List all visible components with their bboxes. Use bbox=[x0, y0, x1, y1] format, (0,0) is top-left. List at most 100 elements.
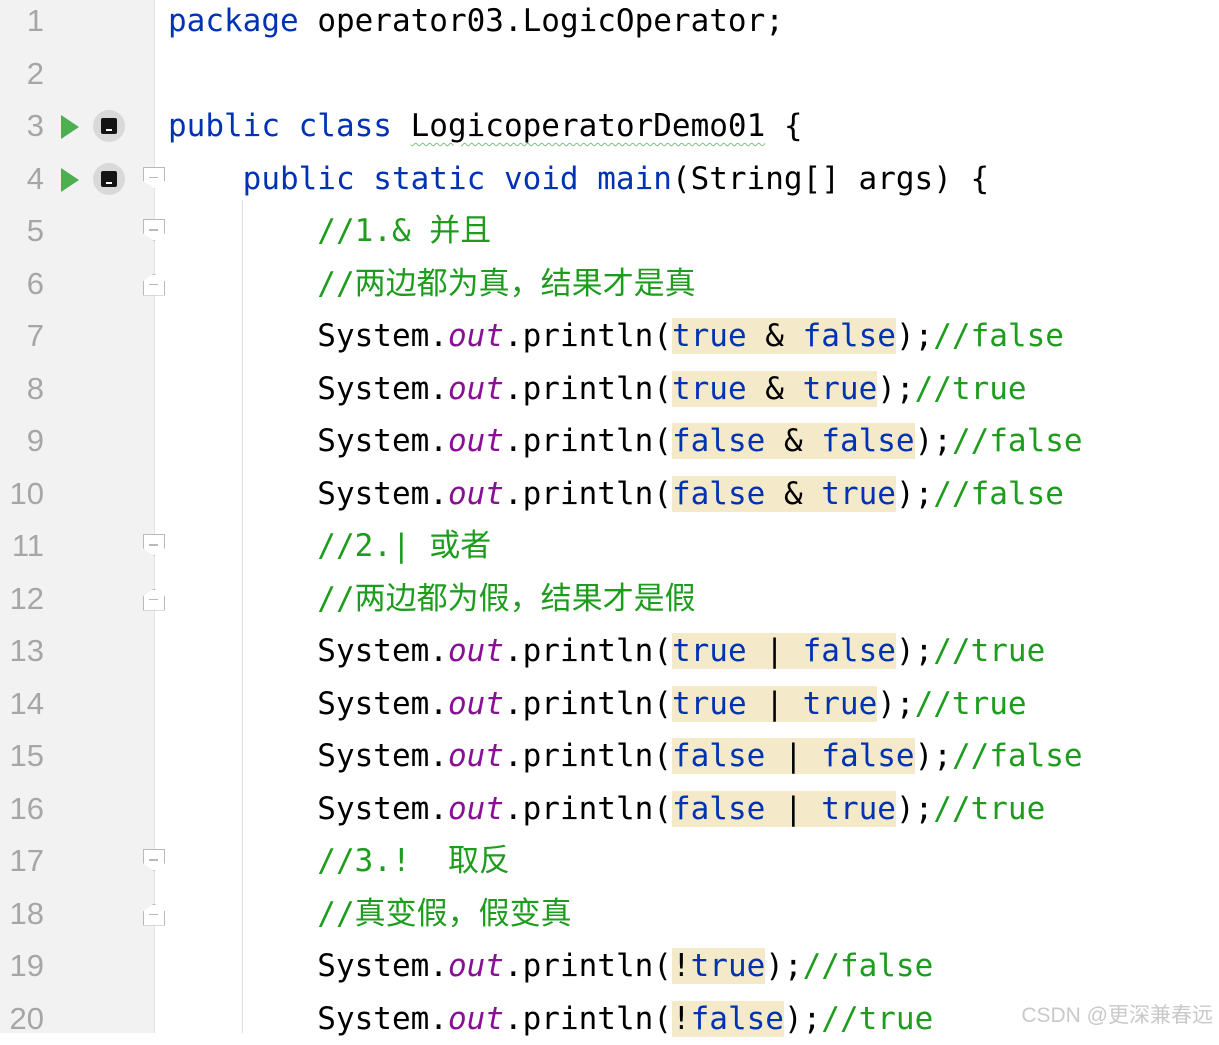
code-token: .println( bbox=[504, 633, 672, 669]
code-token: out bbox=[448, 791, 504, 827]
code-token: out bbox=[448, 948, 504, 984]
watermark: CSDN @更深兼春远 bbox=[1021, 999, 1213, 1029]
code-token: out bbox=[448, 423, 504, 459]
code-token: out bbox=[448, 686, 504, 722]
line-number: 12 bbox=[0, 573, 44, 626]
fold-expand-icon[interactable] bbox=[143, 849, 165, 871]
code-line[interactable]: 17 //3.! 取反 bbox=[0, 835, 1219, 888]
code-token: .println( bbox=[504, 476, 672, 512]
fold-collapse-icon[interactable] bbox=[143, 274, 165, 296]
code-token: .println( bbox=[504, 948, 672, 984]
code-line[interactable]: 3 public class LogicoperatorDemo01 { bbox=[0, 100, 1219, 153]
run-icon[interactable] bbox=[61, 168, 79, 192]
code-line[interactable]: 10 System.out.println(false & true);//fa… bbox=[0, 468, 1219, 521]
fold-collapse-icon[interactable] bbox=[143, 589, 165, 611]
code-token: ); bbox=[896, 791, 933, 827]
code-line[interactable]: 16 System.out.println(false | true);//tr… bbox=[0, 783, 1219, 836]
code-line[interactable]: 7 System.out.println(true & false);//fal… bbox=[0, 310, 1219, 363]
line-number: 17 bbox=[0, 835, 44, 888]
line-number: 11 bbox=[0, 520, 44, 573]
line-number: 16 bbox=[0, 783, 44, 836]
line-number: 15 bbox=[0, 730, 44, 783]
code-line[interactable]: 15 System.out.println(false | false);//f… bbox=[0, 730, 1219, 783]
code-token: package bbox=[168, 3, 299, 39]
code-token: .println( bbox=[504, 1001, 672, 1037]
code-line[interactable]: 5 //1.& 并且 bbox=[0, 205, 1219, 258]
code-text: System.out.println(!false);//true bbox=[168, 993, 933, 1045]
code-token: //两边都为真，结果才是真 bbox=[168, 266, 696, 302]
code-line[interactable]: 8 System.out.println(true & true);//true bbox=[0, 363, 1219, 416]
code-token: false bbox=[672, 738, 765, 774]
line-number: 10 bbox=[0, 468, 44, 521]
fold-expand-icon[interactable] bbox=[143, 167, 165, 189]
code-line[interactable]: 19 System.out.println(!true);//false bbox=[0, 940, 1219, 993]
code-line[interactable]: 14 System.out.println(true | true);//tru… bbox=[0, 678, 1219, 731]
code-text: //两边都为真，结果才是真 bbox=[168, 258, 696, 311]
code-token: & bbox=[765, 476, 821, 512]
code-line[interactable]: 11 //2.| 或者 bbox=[0, 520, 1219, 573]
code-line[interactable]: 2 bbox=[0, 48, 1219, 101]
code-token: | bbox=[747, 633, 803, 669]
code-token: .println( bbox=[504, 318, 672, 354]
code-token: public static void bbox=[168, 161, 597, 197]
line-number: 6 bbox=[0, 258, 44, 311]
code-text: public class LogicoperatorDemo01 { bbox=[168, 100, 803, 153]
code-token: //1.& 并且 bbox=[168, 213, 491, 249]
fold-expand-icon[interactable] bbox=[143, 219, 165, 241]
fold-expand-icon[interactable] bbox=[143, 534, 165, 556]
code-token: ! bbox=[672, 1001, 691, 1037]
code-token: //true bbox=[933, 791, 1045, 827]
breakpoint-icon[interactable] bbox=[93, 110, 125, 142]
code-token: (String[] args) { bbox=[672, 161, 989, 197]
breakpoint-icon[interactable] bbox=[93, 163, 125, 195]
code-token: true bbox=[672, 633, 747, 669]
code-token: out bbox=[448, 476, 504, 512]
run-icon[interactable] bbox=[61, 115, 79, 139]
code-text: public static void main(String[] args) { bbox=[168, 153, 989, 206]
code-line[interactable]: 18 //真变假，假变真 bbox=[0, 888, 1219, 941]
line-number: 9 bbox=[0, 415, 44, 468]
code-token: System. bbox=[168, 686, 448, 722]
line-number: 3 bbox=[0, 100, 44, 153]
code-line[interactable]: 4 public static void main(String[] args)… bbox=[0, 153, 1219, 206]
code-line[interactable]: 6 //两边都为真，结果才是真 bbox=[0, 258, 1219, 311]
code-text: //1.& 并且 bbox=[168, 205, 491, 258]
code-text: //2.| 或者 bbox=[168, 520, 491, 573]
code-token: true bbox=[672, 371, 747, 407]
code-token: ); bbox=[915, 738, 952, 774]
code-token: //2.| 或者 bbox=[168, 528, 491, 564]
code-token: System. bbox=[168, 423, 448, 459]
code-text: System.out.println(false | true);//true bbox=[168, 783, 1045, 836]
code-token: out bbox=[448, 1001, 504, 1037]
fold-collapse-icon[interactable] bbox=[143, 904, 165, 926]
code-token: //false bbox=[952, 423, 1083, 459]
code-token: //false bbox=[803, 948, 934, 984]
code-token: ); bbox=[896, 318, 933, 354]
code-token: ); bbox=[765, 948, 802, 984]
line-number: 5 bbox=[0, 205, 44, 258]
code-token: ); bbox=[896, 633, 933, 669]
code-token: false bbox=[691, 1001, 784, 1037]
code-token: LogicoperatorDemo01 bbox=[411, 108, 766, 144]
code-text: package operator03.LogicOperator; bbox=[168, 0, 784, 48]
line-number: 13 bbox=[0, 625, 44, 678]
code-token: System. bbox=[168, 371, 448, 407]
code-token: false bbox=[803, 318, 896, 354]
code-text: System.out.println(true | true);//true bbox=[168, 678, 1027, 731]
code-token: false bbox=[821, 423, 914, 459]
code-token: & bbox=[765, 423, 821, 459]
line-number: 4 bbox=[0, 153, 44, 206]
code-token: .println( bbox=[504, 371, 672, 407]
code-token: //真变假，假变真 bbox=[168, 896, 572, 932]
code-line[interactable]: 13 System.out.println(true | false);//tr… bbox=[0, 625, 1219, 678]
code-line[interactable]: 12 //两边都为假，结果才是假 bbox=[0, 573, 1219, 626]
code-token: & bbox=[747, 371, 803, 407]
code-token: main bbox=[597, 161, 672, 197]
code-token: out bbox=[448, 318, 504, 354]
code-text: System.out.println(!true);//false bbox=[168, 940, 933, 993]
code-token: true bbox=[803, 371, 878, 407]
code-line[interactable]: 9 System.out.println(false & false);//fa… bbox=[0, 415, 1219, 468]
code-token: true bbox=[803, 686, 878, 722]
code-token: System. bbox=[168, 318, 448, 354]
